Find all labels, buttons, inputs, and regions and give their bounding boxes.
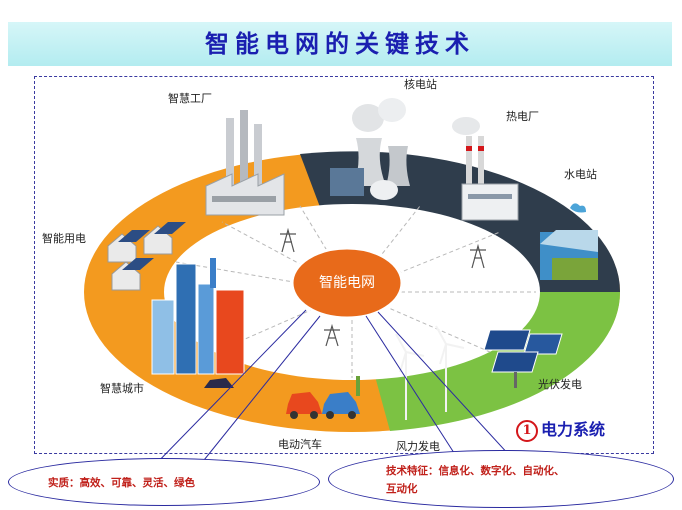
label-nuclear: 核电站 xyxy=(404,78,437,91)
nuclear-plant-icon xyxy=(330,98,410,200)
electric-car-icon xyxy=(286,376,360,419)
callout-lines xyxy=(149,309,511,471)
page-title: 智能电网的关键技术 xyxy=(205,29,475,58)
smart-city-icon xyxy=(151,258,245,388)
diagram-frame xyxy=(34,76,654,454)
features-callout xyxy=(328,450,674,508)
label-solar: 光伏发电 xyxy=(538,378,582,391)
thermal-plant-icon xyxy=(452,117,519,221)
label-wind: 风力发电 xyxy=(396,440,440,453)
hydro-plant-icon xyxy=(540,203,598,280)
label-factory: 智慧工厂 xyxy=(168,92,212,105)
pylon-icon xyxy=(280,227,486,347)
solar-panel-icon xyxy=(483,329,563,388)
label-ev: 电动汽车 xyxy=(278,438,322,451)
smart-home-icon xyxy=(107,222,186,291)
badge-number: 1 xyxy=(516,420,538,442)
label-thermal: 热电厂 xyxy=(506,110,539,123)
title-bar: 智能电网的关键技术 xyxy=(8,22,672,66)
essence-callout xyxy=(8,458,320,506)
features-text-line2: 互动化 xyxy=(386,483,418,495)
factory-icon xyxy=(205,110,285,216)
essence-text: 实质：高效、可靠、灵活、绿色 xyxy=(48,477,195,489)
label-city: 智慧城市 xyxy=(100,382,144,395)
label-consumption: 智能用电 xyxy=(42,232,86,245)
wind-turbine-icon xyxy=(395,325,465,420)
label-hydro: 水电站 xyxy=(564,168,597,181)
features-text-line1: 技术特征：信息化、数字化、自动化、 xyxy=(386,465,565,477)
smart-grid-hub xyxy=(290,246,404,320)
smart-grid-label: 智能电网 xyxy=(319,275,375,291)
badge-text: 电力系统 xyxy=(541,420,606,439)
